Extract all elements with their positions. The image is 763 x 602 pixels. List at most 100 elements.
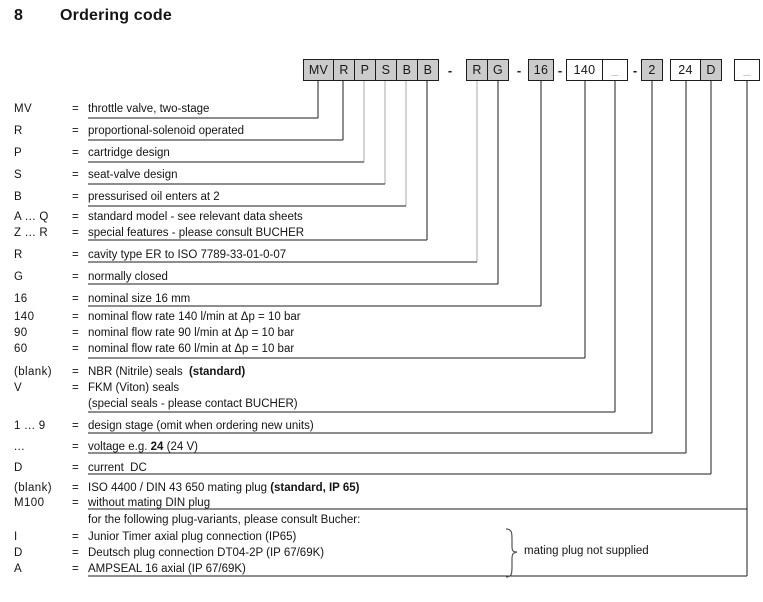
equals-sign: = <box>72 563 79 575</box>
code-box-group-cavity: R G <box>466 59 509 81</box>
legend-row-aq: A ... Q=standard model - see relevant da… <box>14 211 303 224</box>
section-title: Ordering code <box>60 7 172 24</box>
brace <box>505 528 518 578</box>
row-code: 60 <box>14 343 28 355</box>
equals-sign: = <box>72 547 79 559</box>
legend-row-special-seals: (special seals - please contact BUCHER) <box>14 398 298 411</box>
legend-row-r: R=proportional-solenoid operated <box>14 125 244 138</box>
row-code: V <box>14 382 23 394</box>
legend-row-iso-plug: (blank) = ISO 4400 / DIN 43 650 mating plu… <box>14 482 359 495</box>
row-description: special features - please consult BUCHER <box>88 227 305 239</box>
row-description: NBR (Nitrile) seals (standard) <box>88 366 246 378</box>
row-code: A ... Q <box>14 211 49 223</box>
equals-sign: = <box>72 191 79 203</box>
legend-row-90: 90=nominal flow rate 90 l/min at Δp = 10… <box>14 327 294 340</box>
legend-row-mv: MV = throttle valve, two-stage <box>14 103 209 116</box>
separator-dash: - <box>632 62 638 78</box>
legend-row-16: 16 = nominal size 16 mm <box>14 293 190 306</box>
row-code: (blank) <box>14 366 52 378</box>
code-box-group-flow: 140 _ <box>566 59 628 81</box>
row-description: for the following plug-variants, please … <box>88 514 361 526</box>
code-box-g: G <box>487 59 509 81</box>
code-box-16: 16 <box>528 59 554 81</box>
code-box-d: D <box>700 59 722 81</box>
row-code: Z ... R <box>14 227 49 239</box>
row-description: design stage (omit when ordering new uni… <box>88 420 314 432</box>
row-description: throttle valve, two-stage <box>88 103 210 115</box>
legend-row-60: 60=nominal flow rate 60 l/min at Δp = 10… <box>14 343 294 356</box>
equals-sign: = <box>72 497 79 509</box>
row-code: 140 <box>14 311 35 323</box>
legend-row-ampseal: A = AMPSEAL 16 axial (IP 67/69K) <box>14 563 246 576</box>
row-code: B <box>14 191 23 203</box>
row-code: D <box>14 462 23 474</box>
row-description: Deutsch plug connection DT04-2P (IP 67/6… <box>88 547 325 559</box>
legend-row-cavity: R=cavity type ER to ISO 7789-33-01-0-07 <box>14 249 286 262</box>
legend-row-m100: M100 = without mating DIN plug <box>14 497 210 510</box>
legend-row-zr: Z ... R=special features - please consul… <box>14 227 304 240</box>
equals-sign: = <box>72 327 79 339</box>
row-code: R <box>14 125 23 137</box>
code-box-mv: MV <box>303 59 334 81</box>
legend-row-current: D=current DC <box>14 462 147 475</box>
separator-dash: - <box>557 62 563 78</box>
code-box-plug-placeholder: _ <box>734 59 760 81</box>
row-code: P <box>14 147 23 159</box>
legend-row-140: 140 = nominal flow rate 140 l/min at Δp = … <box>14 311 301 324</box>
legend-row-nbr: (blank)=NBR (Nitrile) seals (standard) <box>14 366 245 379</box>
legend-row-junior-timer: I=Junior Timer axial plug connection (IP… <box>14 531 296 544</box>
row-description: nominal flow rate 140 l/min at Δp = 10 b… <box>88 311 301 323</box>
legend-row-design-stage: 1 ... 9 = design stage (omit when ordering… <box>14 420 314 433</box>
separator-dash: - <box>447 62 453 78</box>
row-description: normally closed <box>88 271 168 283</box>
code-box-140: 140 <box>566 59 603 81</box>
row-code: M100 <box>14 497 45 509</box>
equals-sign: = <box>72 293 79 305</box>
equals-sign: = <box>72 271 79 283</box>
code-box-group-size: 16 <box>528 59 554 81</box>
code-box-seal-placeholder: _ <box>602 59 628 81</box>
row-code: G <box>14 271 24 283</box>
row-description: nominal flow rate 90 l/min at Δp = 10 ba… <box>88 327 295 339</box>
row-code: D <box>14 547 23 559</box>
row-code: R <box>14 249 23 261</box>
row-description: cartridge design <box>88 147 170 159</box>
code-box-group-design-stage: 2 <box>641 59 663 81</box>
equals-sign: = <box>72 125 79 137</box>
row-description: without mating DIN plug <box>88 497 211 509</box>
row-code: 1 ... 9 <box>14 420 46 432</box>
row-description: AMPSEAL 16 axial (IP 67/69K) <box>88 563 246 575</box>
row-description: seat-valve design <box>88 169 178 181</box>
equals-sign: = <box>72 343 79 355</box>
legend-row-voltage: ...=voltage e.g. 24 (24 V) <box>14 441 198 454</box>
equals-sign: = <box>72 382 79 394</box>
equals-sign: = <box>72 147 79 159</box>
equals-sign: = <box>72 311 79 323</box>
row-description: voltage e.g. 24 (24 V) <box>88 441 198 453</box>
code-box-r: R <box>333 59 355 81</box>
code-box-s: S <box>375 59 397 81</box>
code-box-r2: R <box>466 59 488 81</box>
legend-row-b: B=pressurised oil enters at 2 <box>14 191 220 204</box>
row-description: cavity type ER to ISO 7789-33-01-0-07 <box>88 249 287 261</box>
equals-sign: = <box>72 482 79 494</box>
row-code: MV <box>14 103 33 115</box>
row-code: I <box>14 531 18 543</box>
mating-plug-note: mating plug not supplied <box>524 545 649 557</box>
code-box-24: 24 <box>670 59 701 81</box>
code-box-group-model: MV R P S B B <box>303 59 439 81</box>
row-code: S <box>14 169 23 181</box>
row-code: (blank) <box>14 482 52 494</box>
row-code: A <box>14 563 23 575</box>
row-code: 16 <box>14 293 28 305</box>
equals-sign: = <box>72 420 79 432</box>
separator-dash: - <box>516 62 522 78</box>
equals-sign: = <box>72 103 79 115</box>
row-description: nominal size 16 mm <box>88 293 191 305</box>
equals-sign: = <box>72 441 79 453</box>
row-description: ISO 4400 / DIN 43 650 mating plug (stand… <box>88 482 360 494</box>
vertical-connectors <box>317 81 748 576</box>
equals-sign: = <box>72 211 79 223</box>
code-box-b1: B <box>396 59 418 81</box>
